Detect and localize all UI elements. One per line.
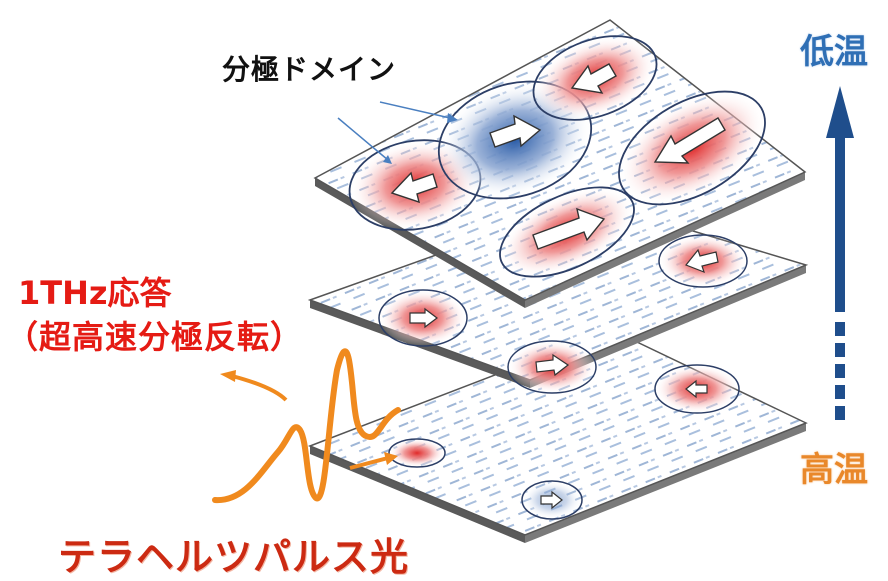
top-domain-right: [618, 90, 766, 206]
terahertz-pulse-wave: [212, 348, 401, 504]
middle-domain-2: [507, 340, 597, 394]
top-domain-upper: [532, 35, 658, 121]
middle-domain-1: [378, 289, 468, 347]
temperature-arrow: [826, 86, 854, 420]
ultrafast-polarization-reversal-label: （超高速分極反転）: [6, 318, 304, 356]
terahertz-pulse-light-label: テラヘルツパルス光: [58, 535, 410, 579]
low-temperature-label: 低温: [800, 32, 868, 72]
middle-domain-3: [658, 234, 748, 288]
bottom-domain-3: [521, 480, 583, 520]
top-domain-bottom: [499, 186, 635, 278]
polarization-domain-label: 分極ドメイン: [222, 53, 397, 86]
thz-response-label: 1THz応答: [18, 274, 172, 312]
bottom-domain-1: [388, 438, 446, 468]
high-temperature-label: 高温: [800, 450, 868, 490]
bottom-domain-2: [654, 364, 740, 414]
domain-label-pointers: [337, 101, 458, 164]
